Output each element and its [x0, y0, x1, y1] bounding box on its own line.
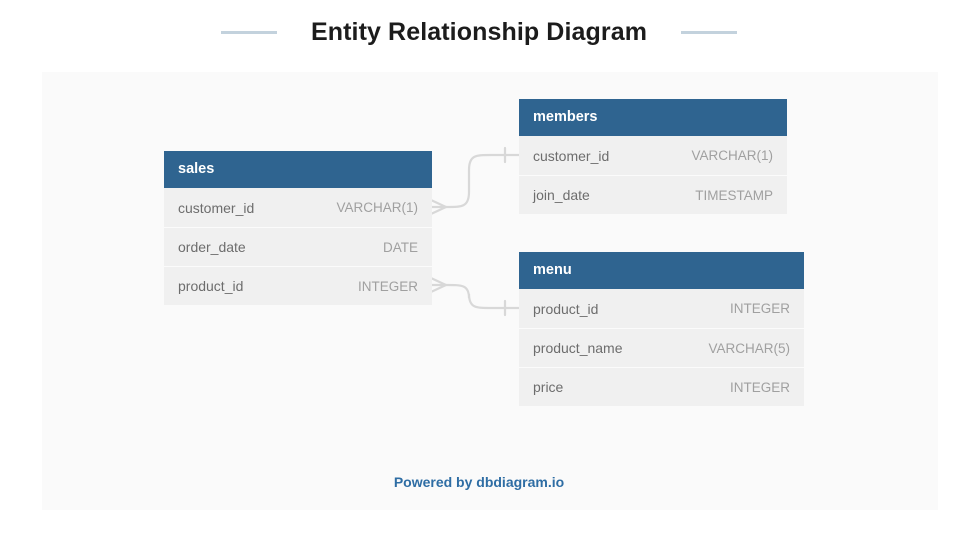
er-field-type: TIMESTAMP [695, 187, 773, 203]
er-table-body-sales: customer_id VARCHAR(1) order_date DATE p… [164, 188, 432, 305]
er-table-title-sales: sales [164, 151, 432, 188]
er-field-row[interactable]: product_id INTEGER [519, 289, 804, 328]
title-rule-left [220, 30, 277, 34]
title-bar: Entity Relationship Diagram [0, 10, 958, 54]
er-field-type: INTEGER [729, 301, 790, 316]
er-field-row[interactable]: product_id INTEGER [164, 266, 432, 305]
er-field-row[interactable]: customer_id VARCHAR(1) [164, 188, 432, 227]
er-field-type: DATE [382, 239, 418, 255]
er-field-name: product_id [533, 300, 599, 317]
er-field-row[interactable]: product_name VARCHAR(5) [519, 328, 804, 367]
er-table-title-members: members [519, 99, 787, 136]
er-field-name: order_date [178, 239, 246, 255]
er-field-name: product_id [178, 278, 244, 294]
er-field-row[interactable]: join_date TIMESTAMP [519, 175, 787, 214]
er-table-body-members: customer_id VARCHAR(1) join_date TIMESTA… [519, 136, 787, 214]
er-table-members[interactable]: members customer_id VARCHAR(1) join_date… [519, 99, 787, 214]
er-field-type: INTEGER [357, 278, 418, 294]
page-title: Entity Relationship Diagram [310, 17, 648, 46]
er-field-name: price [533, 379, 564, 395]
er-field-name: join_date [533, 187, 590, 203]
er-table-menu[interactable]: menu product_id INTEGER product_name VAR… [519, 252, 804, 406]
title-rule-right [681, 30, 738, 34]
er-field-name: product_name [533, 340, 623, 356]
powered-by-link[interactable]: Powered by dbdiagram.io [393, 474, 565, 490]
er-table-sales[interactable]: sales customer_id VARCHAR(1) order_date … [164, 151, 432, 305]
er-field-type: VARCHAR(1) [691, 148, 773, 163]
er-field-name: customer_id [533, 147, 610, 164]
er-field-type: VARCHAR(1) [336, 200, 418, 215]
er-field-type: INTEGER [729, 379, 790, 395]
er-field-row[interactable]: customer_id VARCHAR(1) [519, 136, 787, 175]
er-table-body-menu: product_id INTEGER product_name VARCHAR(… [519, 289, 804, 406]
er-field-name: customer_id [178, 199, 255, 216]
er-field-type: VARCHAR(5) [708, 340, 790, 356]
er-field-row[interactable]: order_date DATE [164, 227, 432, 266]
er-table-title-menu: menu [519, 252, 804, 289]
er-field-row[interactable]: price INTEGER [519, 367, 804, 406]
